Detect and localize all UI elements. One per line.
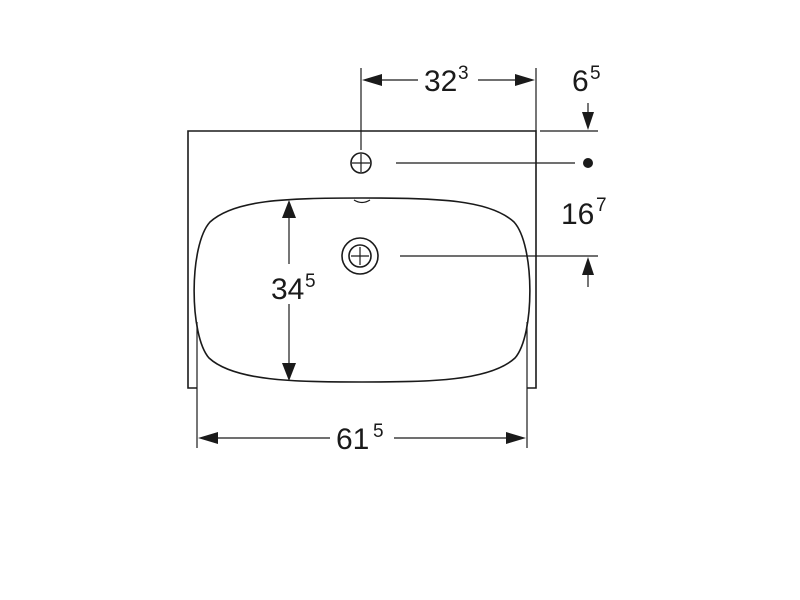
dimension-tap-offset-value: 32 [424,65,457,98]
basin-bowl [193,197,531,383]
tap-centre-dot [583,158,593,168]
dimension-tap-offset-sup: 3 [458,63,469,84]
dimension-basin-depth-value: 34 [271,273,304,306]
overflow-slot [353,199,371,204]
dimension-rim-offset: 6 5 [572,63,601,130]
dimension-rim-offset-sup: 5 [590,63,601,84]
dimension-width-total: 61 5 [198,421,526,456]
dimension-tap-offset: 32 3 [362,63,535,98]
dimension-drain-offset-sup: 7 [596,195,607,216]
dimension-drain-offset-value: 16 [561,198,594,231]
dimension-basin-depth: 34 5 [271,200,316,381]
tap-hole [350,152,372,174]
basin-outline [187,130,537,389]
dimension-width-total-value: 61 [336,423,369,456]
dimension-rim-offset-value: 6 [572,65,589,98]
dimension-width-total-sup: 5 [373,421,384,442]
dimension-basin-depth-sup: 5 [305,271,316,292]
drain [341,237,379,275]
dimension-drain-offset: 16 7 [561,195,607,287]
